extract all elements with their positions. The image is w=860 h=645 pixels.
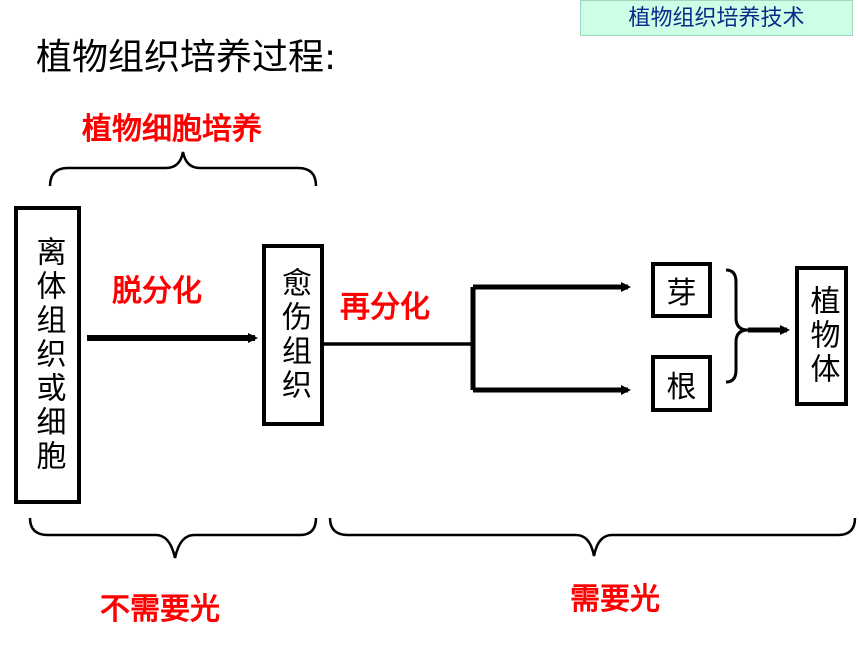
topic-tag: 植物组织培养技术 (580, 0, 853, 36)
right-brace (725, 268, 749, 384)
node-callus: 愈伤组织 (262, 244, 324, 426)
label-need-light: 需要光 (570, 582, 660, 617)
bottom-brace-left (28, 517, 318, 559)
node-root: 根 (651, 355, 712, 412)
label-no-light: 不需要光 (100, 592, 220, 627)
node-plantlet-label: 植物体 (804, 285, 840, 387)
label-dedifferentiation: 脱分化 (112, 274, 202, 309)
node-explant: 离体组织或细胞 (14, 206, 81, 504)
label-redifferentiation: 再分化 (340, 290, 430, 325)
page-title: 植物组织培养过程: (36, 37, 337, 78)
label-plant-cell-culture: 植物细胞培养 (82, 112, 262, 147)
node-callus-label: 愈伤组织 (276, 267, 311, 403)
node-plantlet: 植物体 (795, 266, 848, 406)
node-bud: 芽 (651, 262, 712, 318)
bottom-brace-right (328, 517, 857, 557)
node-explant-label: 离体组织或细胞 (30, 236, 66, 474)
top-brace (48, 151, 318, 187)
